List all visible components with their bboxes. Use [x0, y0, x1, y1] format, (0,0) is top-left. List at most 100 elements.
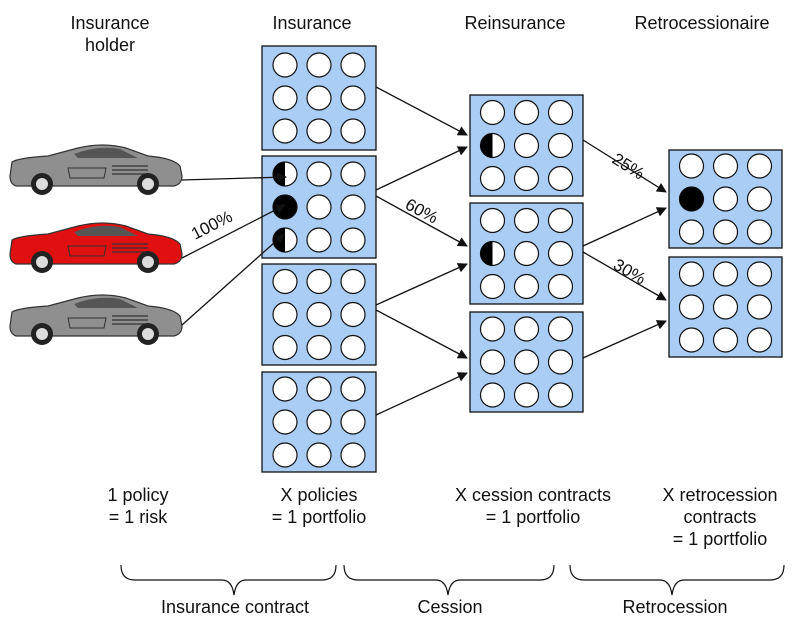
risk-circle	[306, 409, 332, 435]
arrow-ins3-to-re2	[375, 263, 468, 306]
risk-circle	[746, 294, 773, 320]
risk-circle	[712, 327, 739, 353]
risk-circle	[712, 153, 739, 179]
column-header-retrocessionaire: Retrocessionaire	[634, 13, 770, 33]
risk-half-fill	[480, 133, 493, 158]
risk-circle	[547, 132, 574, 159]
risk-circle	[678, 294, 705, 320]
risk-circle	[513, 240, 540, 267]
reinsurance-portfolio-2	[469, 202, 584, 305]
retrocession-portfolio-1	[668, 149, 783, 249]
arrow-re3-to-retro2	[582, 320, 667, 359]
brace-cession	[343, 564, 555, 596]
risk-circle	[340, 85, 366, 111]
label-retrocession: Retrocession	[622, 597, 728, 617]
reinsurance-portfolio-3	[469, 311, 584, 413]
risk-circle	[272, 268, 298, 295]
risk-half-fill	[480, 241, 493, 266]
arrow-car3-to-insurance	[181, 233, 285, 326]
label-cession: Cession	[417, 597, 483, 617]
risk-circle-full	[272, 194, 298, 220]
arrow-ins2-to-re2	[375, 195, 468, 247]
car-grey-bottom-icon	[9, 294, 183, 345]
risk-circle	[712, 261, 739, 287]
risk-circle	[340, 227, 366, 253]
brace-retrocession	[569, 564, 785, 596]
risk-circle	[306, 118, 332, 144]
risk-circle	[479, 316, 506, 342]
arrow-ins3-to-re3	[375, 309, 468, 359]
risk-circle	[513, 207, 540, 234]
risk-circle	[547, 240, 574, 267]
risk-circle	[479, 382, 506, 408]
risk-circle	[746, 327, 773, 353]
risk-circle	[306, 268, 332, 295]
risk-circle	[513, 316, 540, 342]
insurance-portfolio-1	[261, 45, 377, 151]
risk-circle	[513, 99, 540, 126]
risk-circle	[272, 334, 298, 361]
risk-circle	[547, 316, 574, 342]
risk-circle-full	[678, 186, 705, 212]
arrow-ins2-to-re1	[375, 146, 468, 191]
risk-circle	[272, 301, 298, 328]
risk-circle	[272, 118, 298, 144]
risk-circle	[712, 219, 739, 245]
risk-circle	[678, 327, 705, 353]
risk-circle	[340, 334, 366, 361]
risk-circle	[547, 382, 574, 408]
brace-insurance-contract	[120, 564, 337, 596]
risk-circle	[513, 349, 540, 375]
risk-circle	[746, 153, 773, 179]
risk-circle	[479, 349, 506, 375]
risk-circle	[340, 194, 366, 220]
risk-circle	[678, 219, 705, 245]
risk-circle	[547, 207, 574, 234]
risk-circle	[340, 376, 366, 402]
insurance-description: X policies = 1 portfolio	[271, 485, 367, 527]
holder-description: 1 policy = 1 risk	[107, 485, 169, 527]
arrow-ins1-to-re1	[375, 86, 468, 136]
risk-circle	[306, 301, 332, 328]
risk-circle	[547, 273, 574, 300]
risk-circle	[272, 442, 298, 468]
arrow-ins4-to-re3	[375, 372, 468, 416]
percent-30: 30%	[610, 255, 649, 288]
column-header-reinsurance: Reinsurance	[464, 13, 566, 33]
risk-circle	[712, 186, 739, 212]
risk-circle	[306, 442, 332, 468]
risk-circle	[306, 52, 332, 78]
car-red-icon	[9, 222, 183, 273]
reinsurance-description: X cession contracts = 1 portfolio	[454, 485, 612, 527]
risk-circle	[272, 376, 298, 402]
label-insurance-contract: Insurance contract	[160, 597, 310, 617]
risk-circle	[513, 132, 540, 159]
arrow-car2-to-insurance	[181, 204, 286, 259]
risk-circle	[340, 301, 366, 328]
percent-25: 25%	[609, 149, 648, 183]
risk-circle	[746, 261, 773, 287]
risk-circle	[547, 349, 574, 375]
risk-circle	[340, 52, 366, 78]
arrow-re2-to-retro1	[582, 207, 667, 247]
risk-circle	[340, 161, 366, 187]
risk-circle	[340, 442, 366, 468]
risk-circle	[678, 261, 705, 287]
risk-circle	[340, 268, 366, 295]
risk-circle	[746, 219, 773, 245]
risk-circle	[513, 165, 540, 192]
risk-circle	[513, 273, 540, 300]
risk-circle	[746, 186, 773, 212]
risk-circle	[479, 207, 506, 234]
risk-circle	[340, 118, 366, 144]
risk-circle	[479, 273, 506, 300]
risk-circle	[547, 99, 574, 126]
risk-circle	[547, 165, 574, 192]
retrocession-portfolio-2	[668, 256, 783, 358]
risk-circle	[479, 165, 506, 192]
risk-circle	[712, 294, 739, 320]
arrow-re1-to-retro1	[582, 139, 667, 193]
risk-circle	[306, 161, 332, 187]
insurance-portfolio-2	[261, 155, 377, 259]
